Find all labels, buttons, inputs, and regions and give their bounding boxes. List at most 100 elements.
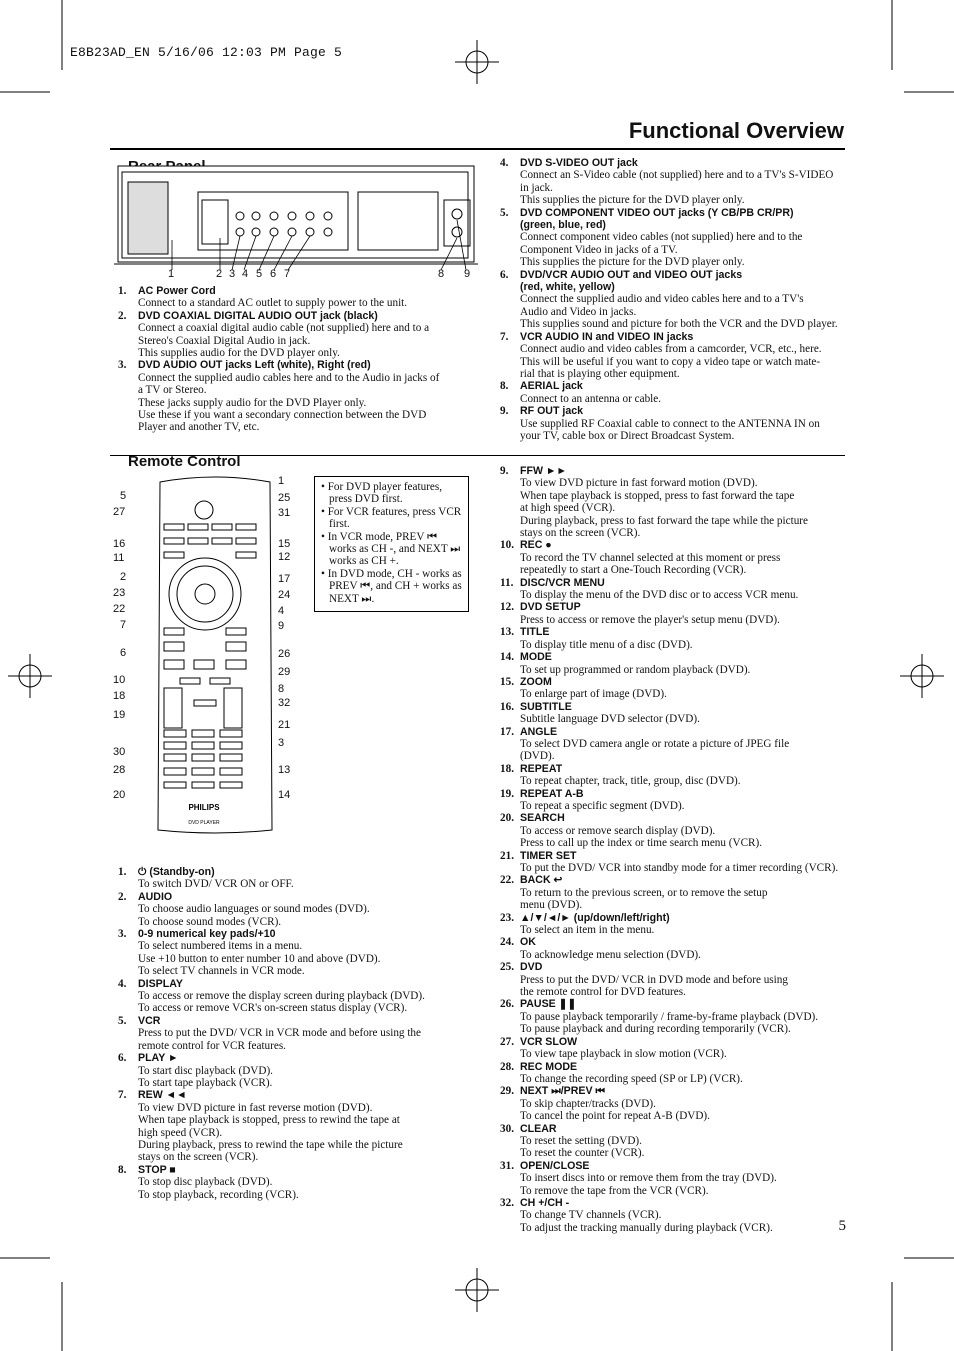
list-item: 10.REC ●To record the TV channel selecte… — [500, 539, 781, 577]
remote-callout: 3 — [278, 737, 285, 749]
list-item: 5.DVD COMPONENT VIDEO OUT jacks (Y CB/PB… — [500, 206, 803, 269]
remote-callout: 17 — [278, 573, 291, 585]
remote-callout: 4 — [278, 605, 285, 617]
remote-callout: 22 — [113, 603, 126, 615]
remote-right-callouts: 1 25 31 15 12 17 24 4 9 26 29 8 32 21 3 … — [278, 475, 298, 805]
remote-control-heading: Remote Control — [128, 453, 241, 470]
rear-callout: 7 — [284, 268, 291, 280]
remote-list-left: 1.⏻ (Standby-on)To switch DVD/ VCR ON or… — [110, 866, 480, 1201]
list-item: 8.STOP ■To stop disc playback (DVD). To … — [118, 1163, 299, 1201]
page-title: Functional Overview — [628, 118, 844, 143]
remote-callout: 23 — [113, 587, 126, 599]
print-slug: E8B23AD_EN 5/16/06 12:03 PM Page 5 — [70, 45, 343, 60]
rear-callout: 3 — [229, 268, 236, 280]
note-item: • In VCR mode, PREV ⏮ works as CH -, and… — [321, 530, 461, 568]
remote-callout: 27 — [113, 506, 126, 518]
list-item: 26.PAUSE ❚❚To pause playback temporarily… — [500, 998, 819, 1036]
remote-callout: 12 — [278, 551, 291, 563]
section-rule — [110, 455, 845, 456]
remote-callout: 5 — [120, 490, 127, 502]
remote-callout: 24 — [278, 589, 291, 601]
remote-callout: 20 — [113, 789, 126, 801]
remote-control-diagram: PHILIPS DVD PLAYER — [157, 476, 273, 834]
rear-panel-diagram — [114, 165, 478, 271]
rear-callout: 5 — [256, 268, 263, 280]
list-item: 9.FFW ►►To view DVD picture in fast forw… — [500, 465, 808, 540]
page-number: 5 — [838, 1218, 847, 1234]
rear-callout: 6 — [270, 268, 277, 280]
list-item: 6.DVD/VCR AUDIO OUT and VIDEO OUT jacks … — [500, 268, 838, 331]
note-item: • For VCR features, press VCR first. — [321, 505, 462, 531]
remote-callout: 30 — [113, 746, 126, 758]
list-item: 32.CH +/CH -To change TV channels (VCR).… — [500, 1196, 773, 1234]
rear-callout: 1 — [168, 268, 175, 280]
remote-callout: 10 — [113, 674, 126, 686]
remote-callout: 11 — [113, 552, 125, 564]
remote-callout: 14 — [278, 789, 291, 801]
rear-callout: 2 — [216, 268, 223, 280]
remote-callout: 25 — [278, 492, 291, 504]
note-item: • In DVD mode, CH - works as PREV ⏮, and… — [321, 567, 462, 605]
list-item: 2.DVD COAXIAL DIGITAL AUDIO OUT jack (bl… — [118, 309, 430, 360]
remote-callout: 8 — [278, 683, 285, 695]
remote-list-right: 9.FFW ►►To view DVD picture in fast forw… — [492, 465, 848, 1234]
rear-callout: 4 — [242, 268, 249, 280]
rear-callout: 8 — [438, 268, 445, 280]
list-item: 22.BACK ↩To return to the previous scree… — [500, 874, 768, 912]
remote-callout: 2 — [120, 571, 127, 583]
remote-callout: 15 — [278, 538, 291, 550]
remote-callout: 13 — [278, 764, 291, 776]
remote-callout: 19 — [113, 709, 126, 721]
list-item: 3.DVD AUDIO OUT jacks Left (white), Righ… — [118, 359, 440, 434]
rear-callouts: 1 2 3 4 5 6 7 8 9 — [108, 268, 486, 282]
list-item: 6.PLAY ►To start disc playback (DVD). To… — [118, 1052, 273, 1089]
remote-callout: 9 — [278, 620, 285, 632]
remote-brand: PHILIPS — [188, 803, 220, 812]
remote-left-callouts: 5 27 16 11 2 23 22 7 6 10 18 19 30 28 20 — [110, 490, 130, 810]
remote-notes-box: • For DVD player features, press DVD fir… — [314, 476, 469, 612]
remote-callout: 32 — [278, 697, 291, 709]
note-item: • For DVD player features, press DVD fir… — [321, 481, 443, 506]
remote-callout: 31 — [278, 507, 291, 519]
remote-callout: 28 — [113, 764, 126, 776]
list-item: 23.▲/▼/◄/► (up/down/left/right)To select… — [500, 911, 670, 937]
remote-callout: 18 — [113, 690, 126, 702]
remote-callout: 7 — [120, 619, 127, 631]
rear-callout: 9 — [464, 268, 471, 280]
remote-callout: 21 — [278, 719, 291, 731]
remote-callout: 26 — [278, 648, 291, 660]
remote-callout: 1 — [278, 475, 285, 487]
list-item: 7.REW ◄◄To view DVD picture in fast reve… — [118, 1089, 403, 1164]
remote-callout: 6 — [120, 647, 127, 659]
remote-callout: 29 — [278, 666, 291, 678]
remote-model: DVD PLAYER — [188, 820, 220, 826]
title-rule — [110, 148, 845, 150]
list-item: 29.NEXT ⏭/PREV ⏮To skip chapter/tracks (… — [500, 1085, 710, 1123]
